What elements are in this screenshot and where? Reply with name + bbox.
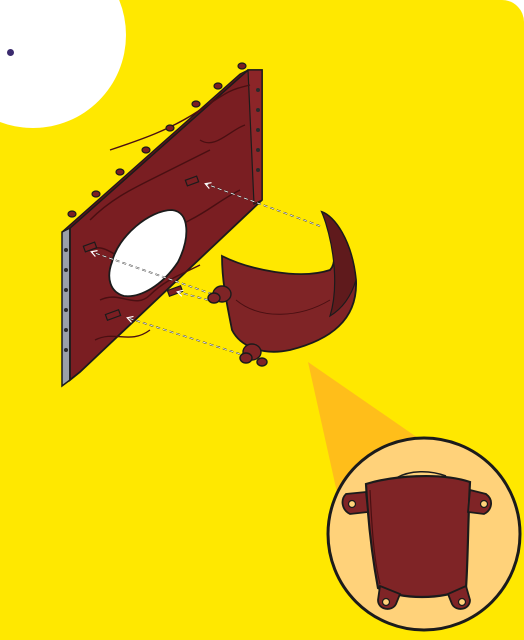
zoom-detail (328, 438, 520, 630)
curved-piece (208, 212, 356, 366)
zoomed-piece (366, 476, 470, 597)
wall-panel (62, 63, 262, 386)
